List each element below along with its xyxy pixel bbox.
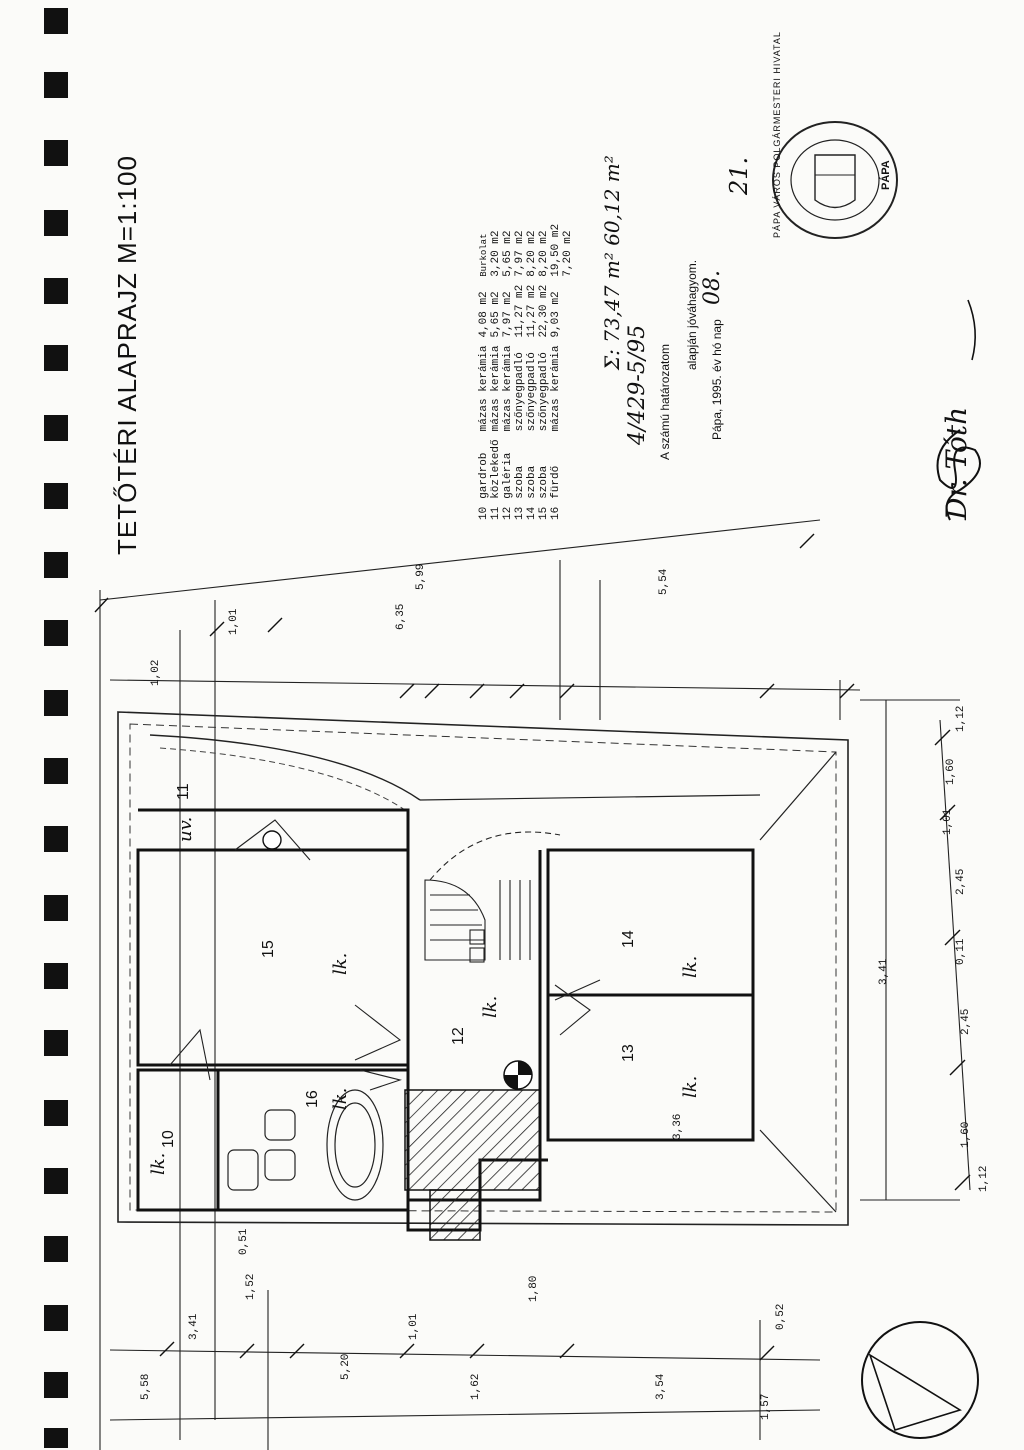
punch-hole — [44, 278, 68, 304]
dimension-label: 1,52 — [245, 1273, 257, 1300]
dimension-label: 1,12 — [955, 705, 967, 732]
handwritten-date-month: 08. — [700, 270, 725, 305]
staircase — [424, 831, 561, 963]
approval-line-3: Pápa, 1995. év hó nap — [710, 319, 724, 440]
dimension-label: 0,52 — [775, 1303, 787, 1330]
room-number-15: 15 — [260, 940, 277, 958]
punch-hole — [44, 1236, 68, 1262]
punch-hole — [44, 483, 68, 509]
punch-hole — [44, 1030, 68, 1056]
dimension-lines-top — [99, 519, 971, 1450]
room-number-13: 13 — [620, 1044, 637, 1062]
room-mark: lk. — [148, 1152, 169, 1175]
punch-hole — [44, 1372, 68, 1398]
room-mark: lk. — [330, 1087, 351, 1110]
stamp-text: PÁPA VÁROS POLGÁRMESTERI HIVATAL — [772, 31, 782, 238]
punch-hole — [44, 1428, 68, 1448]
approval-line-2: alapján jóváhagyom. — [685, 259, 699, 370]
punch-hole — [44, 620, 68, 646]
dimension-label: 1,60 — [945, 758, 957, 785]
room-mark: uv. — [175, 816, 196, 842]
dimension-label: 3,54 — [655, 1373, 667, 1400]
room-number-12: 12 — [450, 1027, 467, 1045]
punch-hole — [44, 1100, 68, 1126]
dimension-label: 1,01 — [228, 608, 240, 635]
handwritten-date-day: 21. — [725, 156, 753, 195]
punch-hole — [44, 345, 68, 371]
dimension-label: 3,41 — [878, 958, 890, 985]
dimension-label: 6,35 — [395, 603, 407, 630]
stamp-label: PÁPA — [880, 160, 892, 190]
punch-hole — [44, 72, 68, 98]
room-number-14: 14 — [620, 930, 637, 948]
handwritten-signature: Dr. Tóth — [940, 406, 973, 520]
bathroom-fixtures — [227, 1089, 384, 1201]
dimension-label: 1,60 — [960, 1121, 972, 1148]
dimension-label: 0,51 — [238, 1228, 250, 1255]
punch-hole — [44, 210, 68, 236]
dimension-label: 3,41 — [188, 1313, 200, 1340]
punch-hole — [44, 895, 68, 921]
dimension-label: 1,01 — [408, 1313, 420, 1340]
room-number-16: 16 — [304, 1090, 321, 1108]
dimension-label: 2,45 — [960, 1008, 972, 1035]
dimension-label: 3,36 — [672, 1113, 684, 1140]
dimension-label: 5,54 — [658, 568, 670, 595]
handwritten-total: Σ: 73,47 m² 60,12 m² — [600, 155, 624, 370]
room-number-11: 11 — [175, 783, 192, 800]
room-mark: lk. — [680, 955, 701, 978]
signature-icon — [936, 429, 981, 521]
dimension-label: 5,58 — [140, 1373, 152, 1400]
dimension-label: 5,20 — [340, 1353, 352, 1380]
north-arrow-icon — [861, 1321, 979, 1439]
approval-line-1: A számú határozatom — [658, 343, 672, 460]
handwritten-resolution-number: 4/429-5/95 — [625, 324, 650, 445]
door-swings — [169, 819, 601, 1091]
dimension-ticks — [94, 533, 971, 1361]
dimension-label: 1,80 — [528, 1275, 540, 1302]
punch-hole — [44, 690, 68, 716]
punch-hole — [44, 963, 68, 989]
punch-hole — [44, 140, 68, 166]
dimension-label: 2,45 — [955, 868, 967, 895]
room-mark: lk. — [480, 995, 501, 1018]
punch-hole — [44, 758, 68, 784]
dimension-label: 0,11 — [955, 938, 967, 965]
drawing-title: TETŐTÉRI ALAPRAJZ M=1:100 — [112, 155, 142, 555]
punch-hole — [44, 8, 68, 34]
dimension-label: 5,99 — [415, 563, 427, 590]
dimension-label: 1,01 — [942, 808, 954, 835]
room-number-10: 10 — [160, 1130, 177, 1148]
punch-hole — [44, 1305, 68, 1331]
punch-hole — [44, 415, 68, 441]
punch-hole — [44, 552, 68, 578]
dimension-label: 1,02 — [150, 659, 162, 686]
punch-hole — [44, 826, 68, 852]
official-stamp-icon — [772, 121, 898, 239]
dimension-label: 1,57 — [760, 1393, 772, 1420]
dimension-label: 1,62 — [470, 1373, 482, 1400]
room-mark: lk. — [680, 1075, 701, 1098]
punch-hole — [44, 1168, 68, 1194]
room-mark: lk. — [330, 952, 351, 975]
dimension-label: 1,12 — [978, 1165, 990, 1192]
